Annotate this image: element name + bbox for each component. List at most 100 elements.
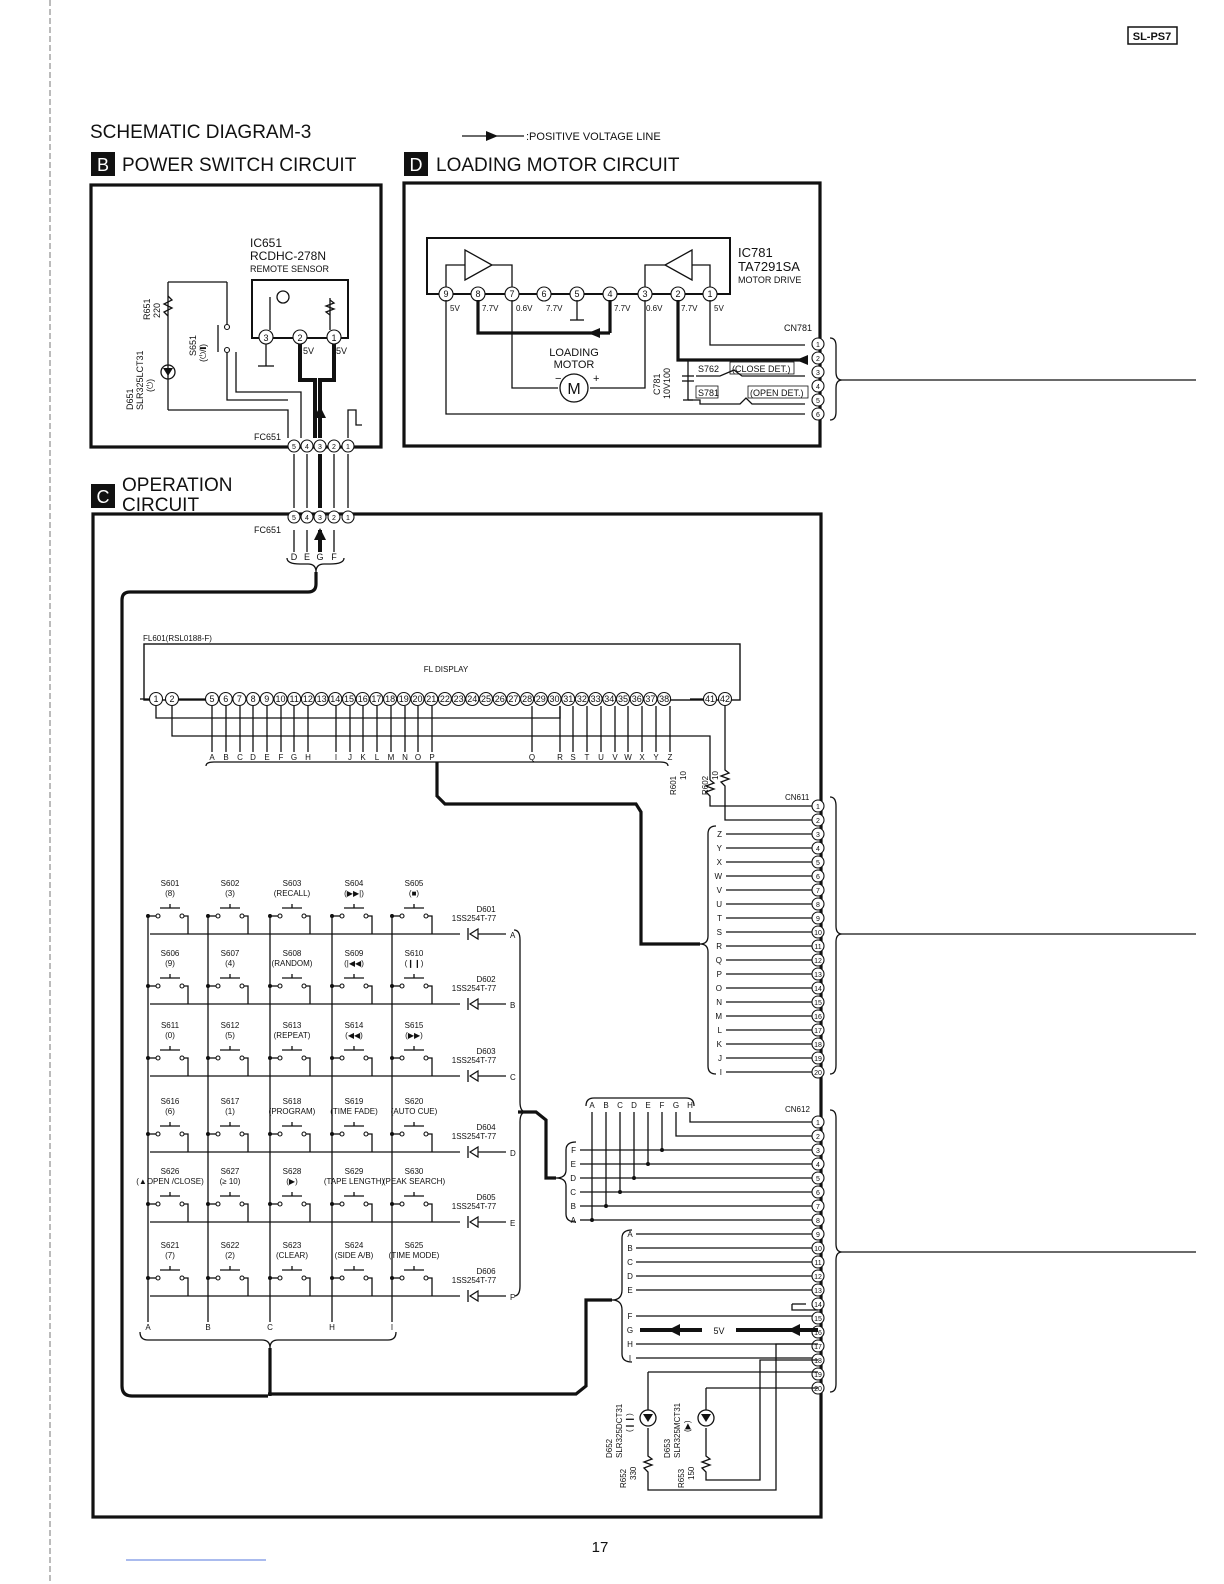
row-letter: B: [510, 1001, 515, 1010]
section-title: POWER SWITCH CIRCUIT: [122, 155, 357, 176]
cn781-pin-number: 2: [816, 356, 820, 363]
s762-desc: (CLOSE DET.): [732, 364, 791, 374]
fl-pin-number: 1: [153, 694, 158, 704]
frame-loading-motor: [402, 181, 822, 448]
fl-letter: Q: [529, 753, 535, 762]
switch-ref: S601: [161, 879, 180, 888]
cn612-lower-letter: B: [627, 1244, 632, 1253]
row-letter: A: [510, 931, 516, 940]
cn611-pin: 19: [811, 1051, 825, 1065]
cn612-lower-letter: D: [627, 1272, 633, 1281]
fl-pin-number: 23: [454, 694, 464, 704]
r602-value: 10: [711, 771, 720, 780]
cn612-lower-letter: F: [628, 1312, 633, 1321]
r653-value: 150: [687, 1466, 696, 1480]
diode-part: 1SS254T-77: [452, 1132, 497, 1141]
fl-pin: 41: [702, 691, 718, 707]
key-switch: S611(0): [146, 1021, 189, 1076]
cn611-letter: K: [717, 1040, 723, 1049]
cn611-pin-number: 6: [816, 874, 820, 881]
fl-letter: U: [598, 753, 604, 762]
switch-function: (▶): [286, 1177, 298, 1186]
fl-letter: A: [209, 753, 215, 762]
cn611-pin-number: 5: [816, 860, 820, 867]
fl-letter: R: [557, 753, 563, 762]
fl-letter: T: [585, 753, 590, 762]
voltage-label: 5V: [714, 304, 724, 313]
fl-pin-number: 22: [440, 694, 450, 704]
cn611-letter: O: [716, 984, 722, 993]
section-letter: B: [97, 155, 109, 175]
switch-ref: S628: [283, 1167, 302, 1176]
ic651-part: RCDHC-278N: [250, 249, 326, 263]
s762-label: S762: [698, 364, 719, 374]
key-switch: S601(8): [146, 879, 189, 934]
cn611-letter: M: [715, 1012, 722, 1021]
key-switch: S628(▶): [268, 1167, 311, 1222]
key-switch: S604(▶▶|): [330, 879, 373, 934]
switch-function: (7): [165, 1251, 175, 1260]
key-switch: S620(AUTO CUE): [390, 1097, 438, 1152]
arrow-icon: [668, 1324, 680, 1336]
cn611-pin: 17: [811, 1023, 825, 1037]
fl-letter: W: [624, 753, 632, 762]
arrow-icon: [314, 528, 326, 540]
cn612-top-letter: A: [589, 1101, 595, 1110]
fl-letter: G: [291, 753, 297, 762]
fc651-pin: 5: [287, 439, 301, 453]
fl-pin-number: 15: [344, 694, 354, 704]
section-title: OPERATION: [122, 475, 233, 496]
key-switch: S621(7): [146, 1241, 189, 1296]
fl-letter: D: [250, 753, 256, 762]
fl-pin-number: 6: [223, 694, 228, 704]
fc651-pin-number: 2: [332, 515, 336, 522]
cn611-letter: W: [714, 872, 722, 881]
fl-display-title: FL DISPLAY: [424, 665, 469, 674]
fc651-pin-number: 2: [332, 444, 336, 451]
cn612-left-letter: E: [571, 1160, 576, 1169]
ic781-pin: 2: [670, 286, 686, 302]
led-icon: [639, 1409, 657, 1427]
cn612-pin: 14: [811, 1297, 825, 1311]
diode-part: 1SS254T-77: [452, 984, 497, 993]
cn611-letter: T: [717, 914, 722, 923]
cn612-top-letter: H: [687, 1101, 693, 1110]
key-switch: S618(PROGRAM): [268, 1097, 316, 1152]
fl-pin: 22: [437, 691, 452, 707]
r651-label: R651: [142, 298, 152, 320]
switch-function: (▶▶): [405, 1031, 423, 1040]
fl-pin: 18: [383, 691, 398, 707]
diode-icon: [468, 1215, 479, 1229]
ground-icon: [347, 409, 362, 438]
key-switch: S630(PEAK SEARCH): [383, 1167, 445, 1222]
cn611-pin: 5: [811, 855, 825, 869]
ic781-pin: 8: [470, 286, 486, 302]
diode-icon: [468, 1145, 479, 1159]
fl-letter: P: [429, 753, 434, 762]
voltage-label: 7.7V: [681, 304, 698, 313]
fl-pin: 29: [533, 691, 548, 707]
cn611-letter: I: [720, 1068, 722, 1077]
switch-function: (TAPE LENGTH): [324, 1177, 385, 1186]
ic781-pin-number: 5: [574, 289, 579, 299]
cn612-pin-number: 4: [816, 1162, 820, 1169]
diode-ref: D601: [476, 905, 496, 914]
fl-pin: 28: [520, 691, 535, 707]
diode-ref: D606: [476, 1267, 496, 1276]
fc651-pin: 4: [300, 439, 314, 453]
fl-letter: O: [415, 753, 421, 762]
bus-wire: [268, 1298, 612, 1396]
row-letter: C: [510, 1073, 516, 1082]
matrix-column-letter: C: [267, 1323, 273, 1332]
bracket: [699, 825, 717, 1075]
cn611-pin-number: 18: [814, 1042, 822, 1049]
fl-pin-number: 32: [577, 694, 587, 704]
cn611-pin: 9: [811, 911, 825, 925]
r653-label: R653: [677, 1468, 686, 1488]
fl-letter: I: [335, 753, 337, 762]
key-matrix: S601(8)S602(3)S603(RECALL)S604(▶▶|)S605(…: [136, 879, 527, 1322]
